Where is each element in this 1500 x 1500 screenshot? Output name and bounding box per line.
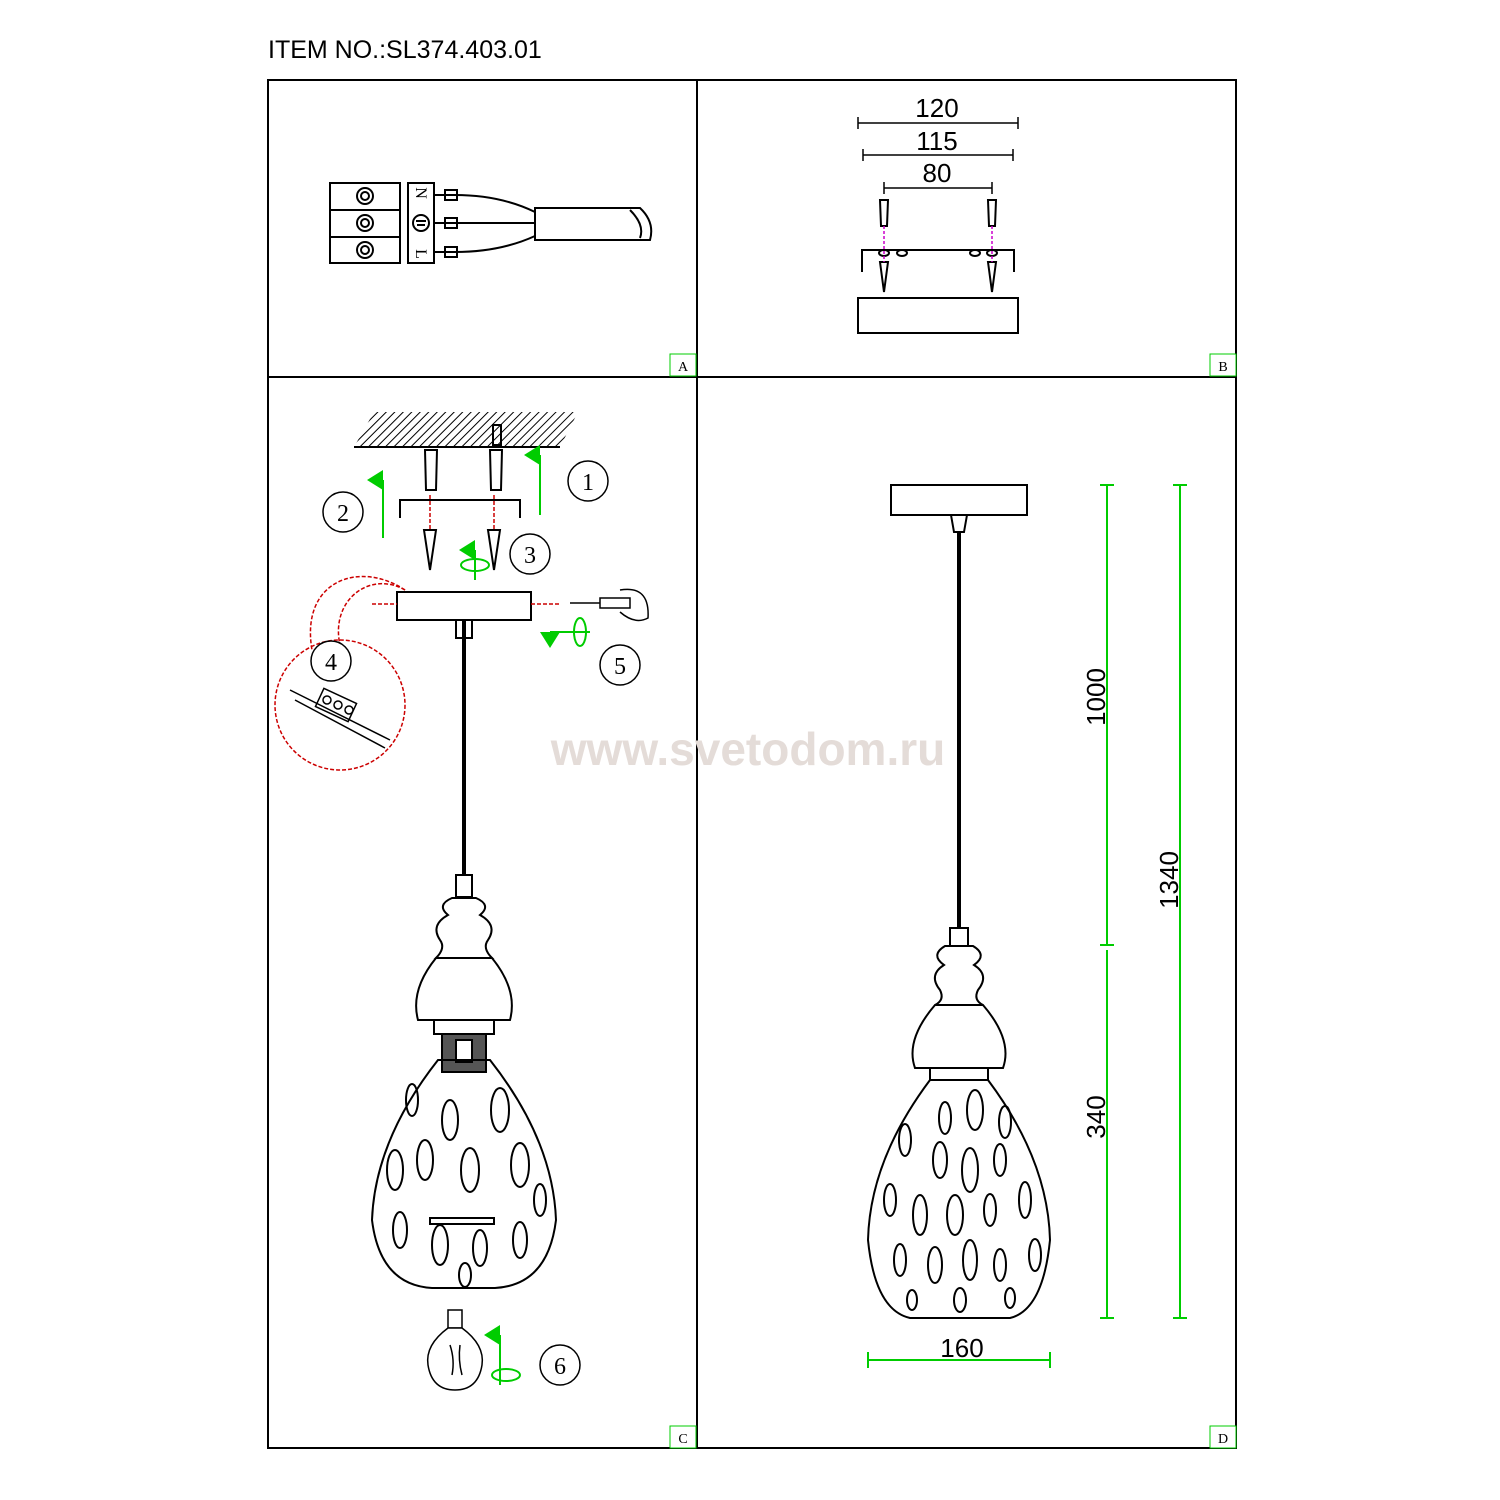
mounting-bracket: [857, 199, 1019, 334]
screwdriver: [570, 588, 649, 622]
step-markers: [310, 460, 641, 1386]
item-number: ITEM NO.:SL374.403.01: [268, 36, 542, 64]
dimension-lines: [867, 484, 1187, 1368]
step-4: 4: [325, 650, 337, 676]
screw-guides: [883, 226, 993, 262]
light-bulb: [426, 1309, 484, 1391]
panel-tag-a: A: [669, 353, 697, 377]
dim-shade-340: 340: [1081, 1095, 1111, 1138]
watermark: www.svetodom.ru: [550, 723, 945, 775]
dim-width-160: 160: [940, 1333, 983, 1363]
terminal-block-diagram: [329, 182, 653, 264]
step-6: 6: [554, 1354, 566, 1380]
panel-tag-c: C: [669, 1425, 697, 1449]
dim-total-1340: 1340: [1154, 851, 1184, 909]
terminal-label-l: L: [412, 249, 429, 259]
svg-text:D: D: [1218, 1432, 1228, 1447]
step-1: 1: [582, 470, 594, 496]
pendant-lamp-side-view: [866, 484, 1052, 1319]
svg-text:A: A: [678, 360, 689, 375]
svg-text:C: C: [678, 1432, 687, 1447]
panel-tag-d: D: [1209, 1425, 1237, 1449]
dim-drop-1000: 1000: [1081, 668, 1111, 726]
wiring-guides: [274, 495, 560, 771]
step-3: 3: [524, 543, 536, 569]
dim-120: 120: [915, 93, 958, 123]
ceiling: [354, 412, 578, 448]
dim-80: 80: [923, 158, 952, 188]
assembly-arrows: [367, 445, 590, 1385]
step-2: 2: [337, 501, 349, 527]
svg-text:B: B: [1218, 360, 1227, 375]
panel-tag-b: B: [1209, 353, 1237, 377]
pendant-lamp-exploded: [370, 897, 558, 1289]
bracket-dim-lines: [857, 117, 1019, 194]
frame: [267, 79, 1237, 1449]
dim-115: 115: [916, 126, 957, 156]
step-5: 5: [614, 654, 626, 680]
mounting-hardware: [396, 424, 532, 898]
connector-detail: [289, 687, 391, 749]
terminal-label-n: N: [412, 187, 429, 199]
